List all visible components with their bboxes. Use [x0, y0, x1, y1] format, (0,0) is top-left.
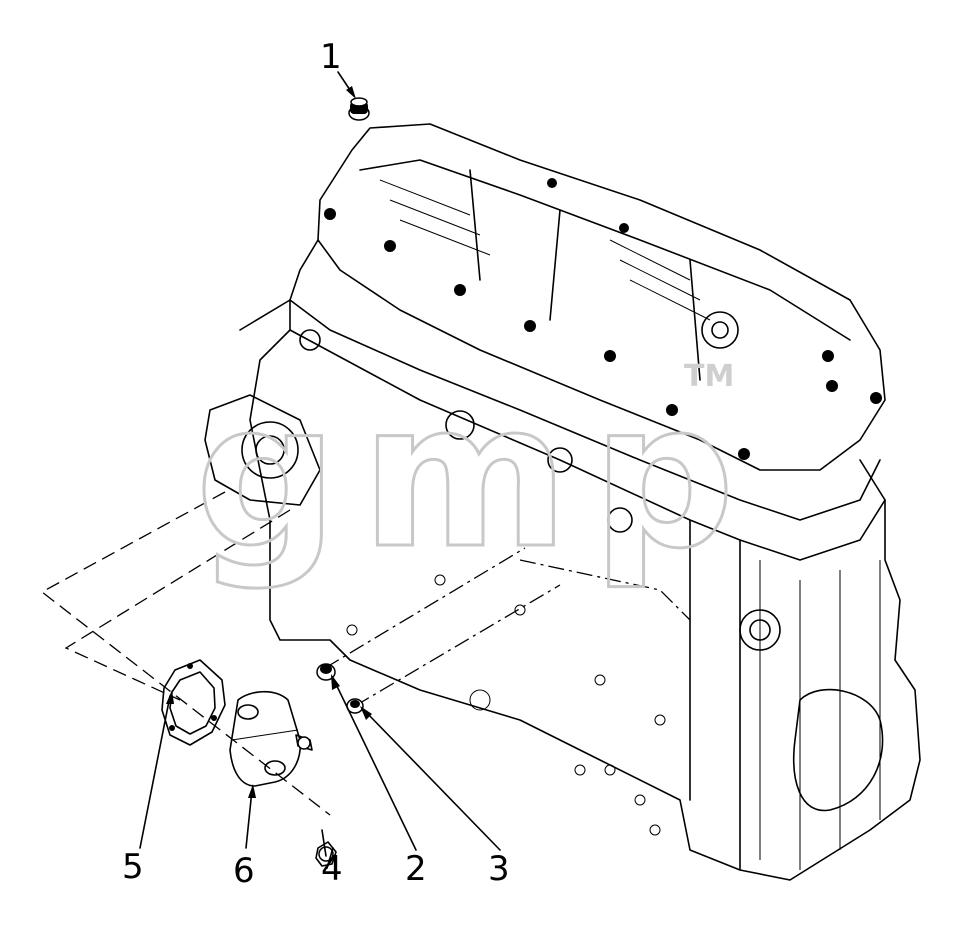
callout-arrows [139, 71, 501, 869]
callout-labels: 1 2 3 4 5 6 [122, 37, 510, 891]
part-6-cover [229, 690, 301, 787]
callout-3: 3 [488, 849, 510, 889]
callout-1: 1 [320, 37, 342, 77]
block-holes [346, 574, 666, 836]
callout-2: 2 [405, 849, 427, 889]
part-4-bolts [295, 734, 337, 867]
part-3-plug [346, 698, 364, 714]
watermark: gmp TM [194, 359, 737, 595]
watermark-trademark: TM [684, 359, 734, 394]
callout-5: 5 [122, 847, 144, 887]
assembly-lines [40, 491, 691, 816]
callout-6: 6 [233, 851, 255, 891]
cover-bolts [324, 178, 882, 460]
engine-block [204, 123, 921, 881]
watermark-text: gmp [195, 360, 735, 593]
part-2-plug [316, 663, 336, 681]
part-1-plug [348, 97, 370, 121]
callout-4: 4 [321, 849, 343, 889]
